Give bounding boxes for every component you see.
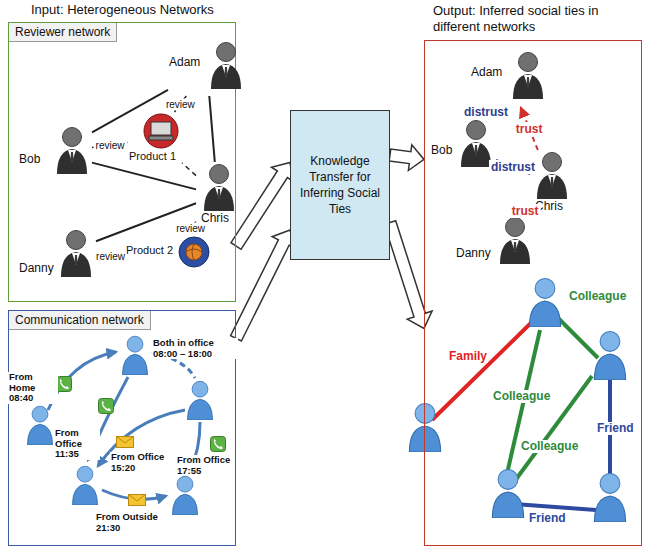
panel-heading: Communication network [9,311,151,330]
product-node: Product 1 [129,113,181,164]
person-node: Bob [431,119,495,173]
person-node: Bob [19,126,91,180]
event-label: From Office 11:35 [54,428,100,460]
edge-label: distrust [489,160,537,174]
transfer-arrow [389,145,424,171]
edge-label: review [94,250,127,261]
event-label: From Outside 21:30 [95,512,167,533]
edge-label: review [174,223,207,234]
product-icon [143,113,179,153]
node-name: Product 1 [129,150,176,162]
event-label: From Office 17:55 [176,455,234,476]
event-label: From Office 15:20 [110,452,166,473]
person-icon [59,229,93,281]
tie-label: Friend [596,422,635,435]
person-icon [55,126,89,178]
social-tie-lines [432,316,610,510]
event-label: From Home 08:40 [8,372,58,404]
person-icon [202,163,236,215]
process-box: Knowledge Transfer for Inferring Social … [290,110,390,260]
tie-label: Colleague [520,440,579,453]
person-node: Adam [471,51,547,105]
node-name: Adam [471,65,502,79]
panel-heading: Output: Inferred social ties in differen… [433,3,633,34]
product-node: Product 2 [126,236,212,274]
event-label: Both in office 08:00 – 18:00 [152,338,238,359]
output-people [409,279,625,522]
person-node: Adam [169,41,245,95]
node-name: Danny [456,246,491,260]
person-icon [535,151,569,203]
product-icon [178,236,210,272]
edge-label: trust [514,122,545,136]
node-name: Danny [19,261,54,275]
communication-people [28,336,213,515]
edge-label: review [94,140,127,151]
review-link [182,163,196,176]
person-node: Chris [197,163,238,227]
edge-label: distrust [462,105,510,119]
person-icon [511,51,545,103]
tie-label: Colleague [568,290,627,303]
node-name: Adam [169,55,200,69]
process-label: Knowledge Transfer for Inferring Social … [291,153,389,218]
tie-label: Family [448,350,488,363]
transfer-arrow [231,230,296,341]
social-link [209,96,215,162]
node-name: Bob [19,152,40,166]
person-icon [209,41,243,93]
person-icon [459,119,493,171]
node-name: Product 2 [126,244,173,256]
section-title: Input: Heterogeneous Networks [30,3,215,18]
edge-label: review [164,99,197,110]
tie-label: Friend [528,512,567,525]
edge-label: trust [510,204,541,218]
person-icon [498,216,532,268]
tie-label: Colleague [492,390,551,403]
person-node: Danny [456,216,534,270]
panel-heading: Reviewer network [9,23,117,42]
social-link [92,163,196,190]
node-name: Bob [431,143,452,157]
person-node: Danny [19,229,95,283]
